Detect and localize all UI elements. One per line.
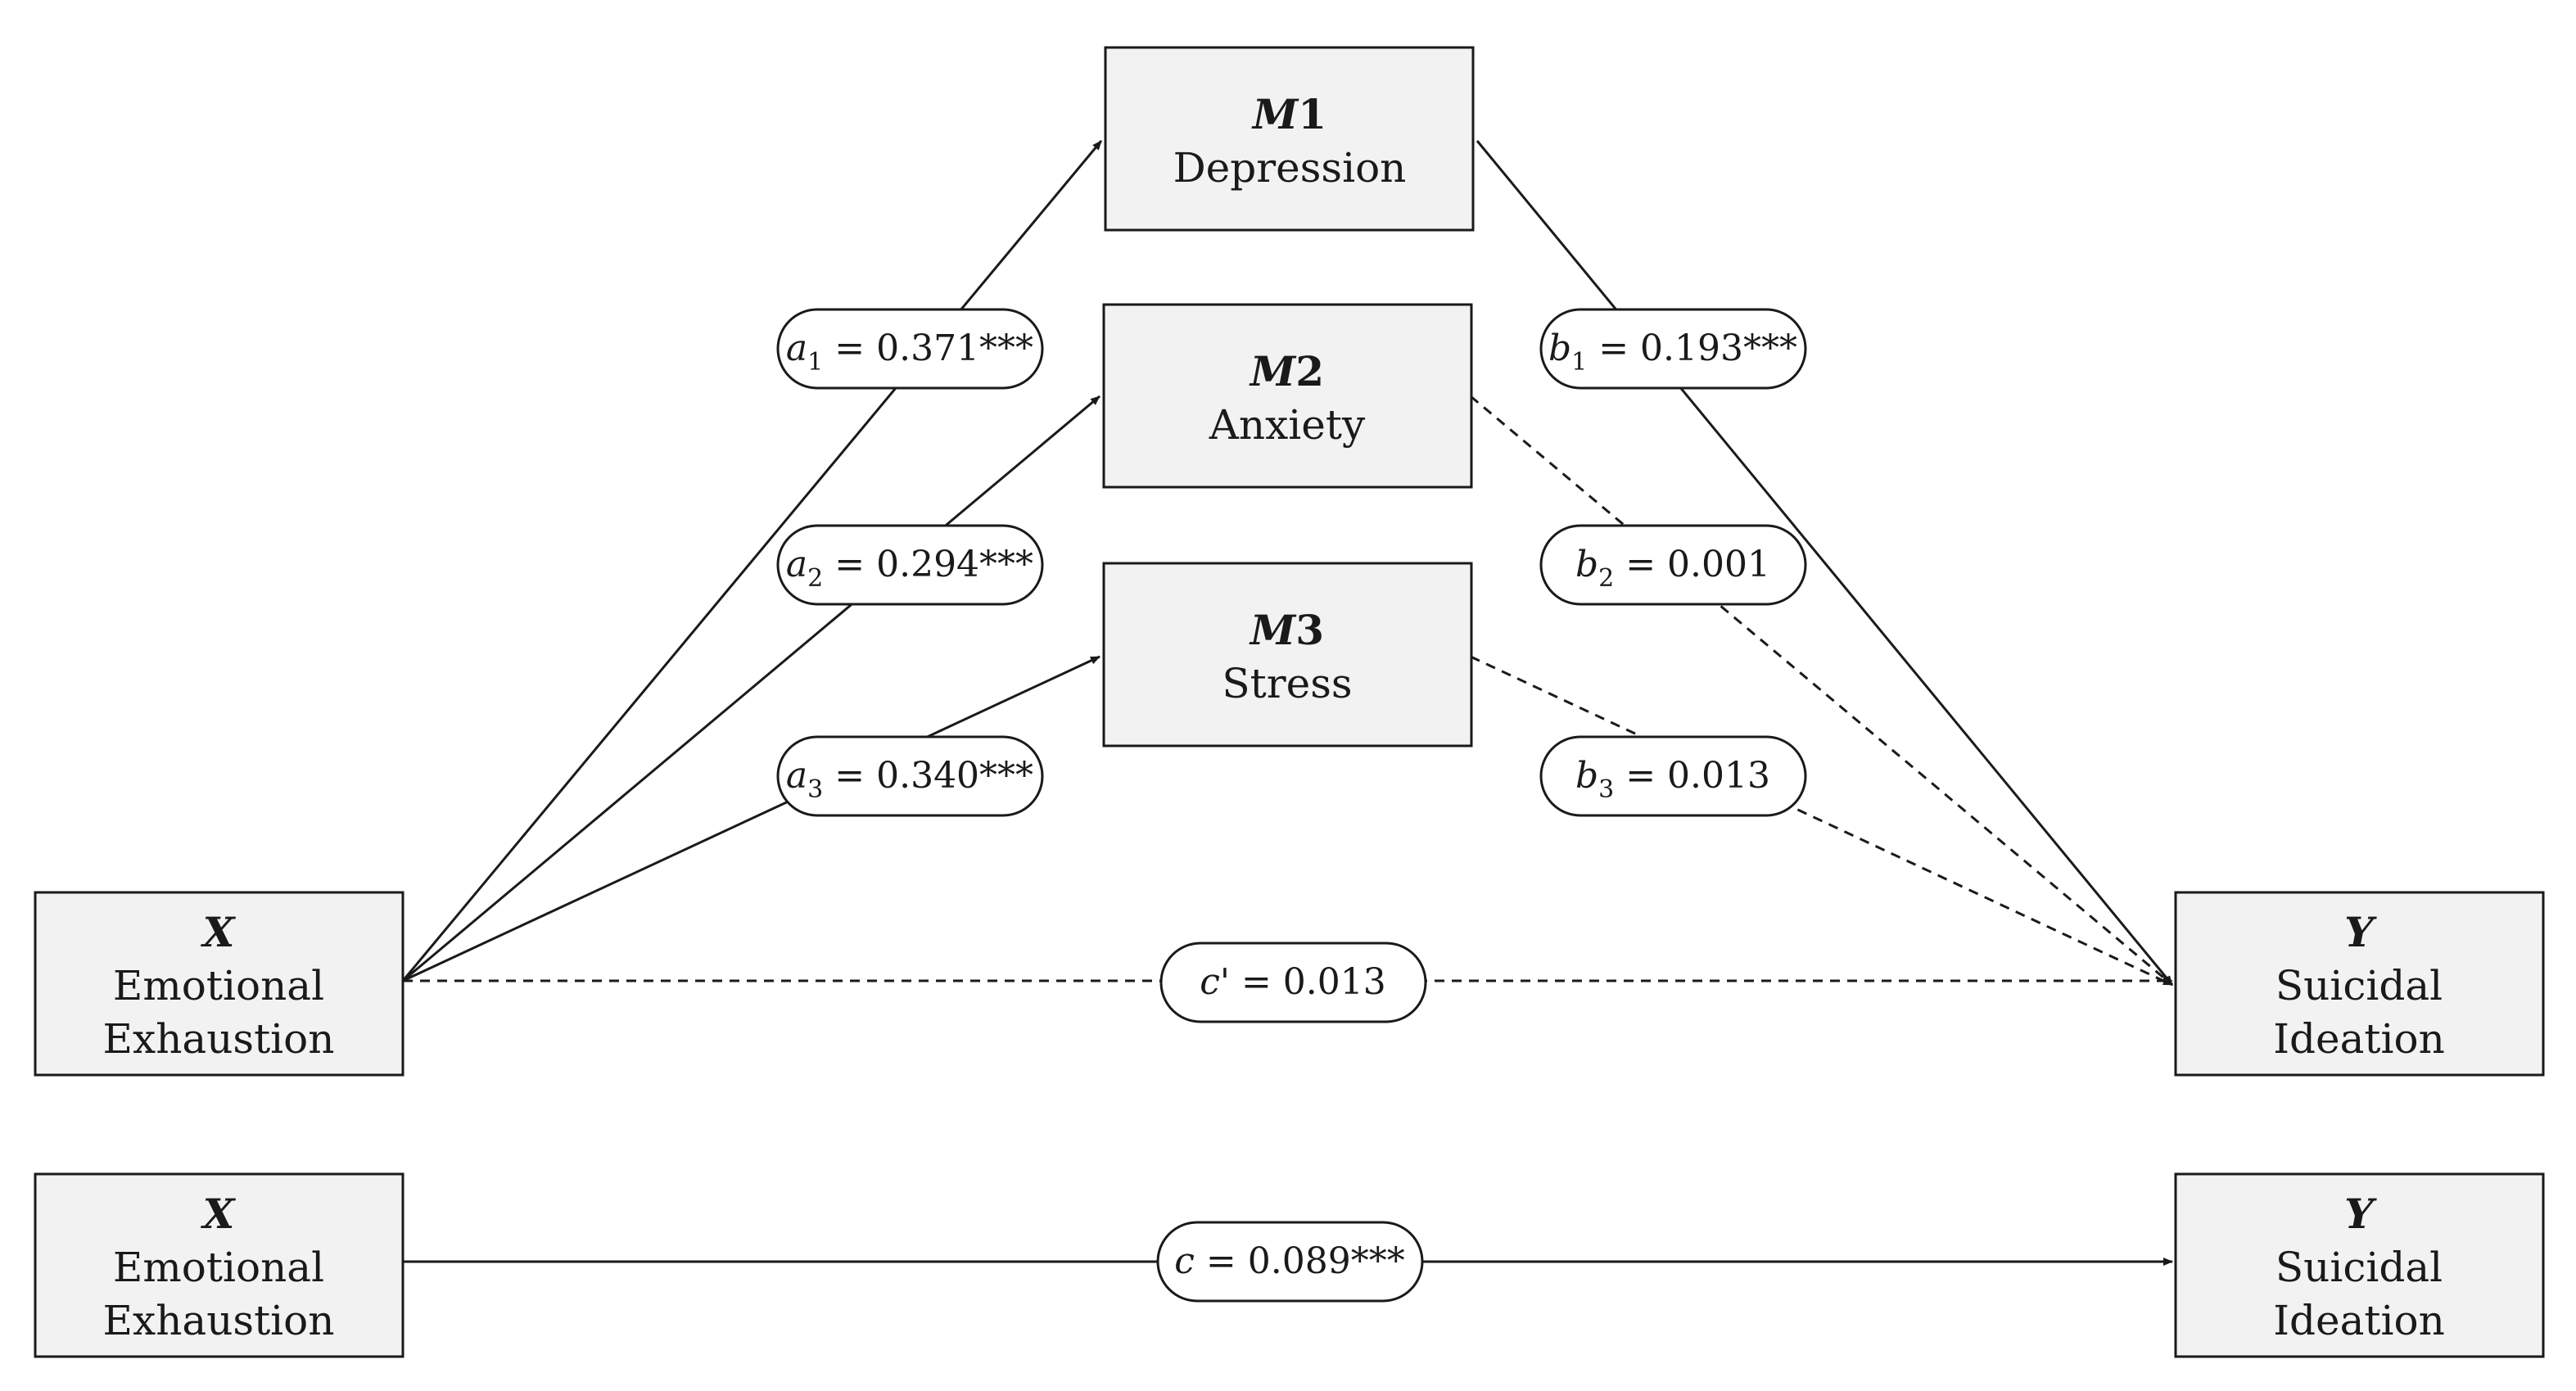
y-bottom-line1: Suicidal xyxy=(2275,1244,2443,1291)
edge-a1 xyxy=(401,140,1103,982)
m2-letter: M xyxy=(1249,347,1297,395)
m2-name: Anxiety xyxy=(1209,401,1366,449)
c-symbol: c xyxy=(1174,1240,1195,1282)
svg-text:X: X xyxy=(201,1190,237,1238)
x-bottom-line1: Emotional xyxy=(113,1244,324,1291)
label-a3: a3 = 0.340*** xyxy=(776,735,1044,817)
b2-value: = 0.001 xyxy=(1614,544,1770,585)
svg-text:a3 = 0.340***: a3 = 0.340*** xyxy=(786,755,1033,804)
b1-subscript: 1 xyxy=(1571,348,1587,377)
label-b3: b3 = 0.013 xyxy=(1539,735,1807,817)
node-x-top: X Emotional Exhaustion xyxy=(34,891,404,1077)
c-prime-mark: ' xyxy=(1220,961,1230,1003)
y-top-line2: Ideation xyxy=(2273,1015,2445,1063)
label-b2: b2 = 0.001 xyxy=(1539,524,1807,606)
node-y-bottom: Y Suicidal Ideation xyxy=(2174,1172,2545,1358)
a3-value: = 0.340*** xyxy=(823,755,1033,797)
y-top-letter: Y xyxy=(2344,908,2377,956)
svg-text:Y: Y xyxy=(2344,908,2377,956)
svg-text:Y: Y xyxy=(2344,1190,2377,1238)
node-m3: M3 Stress xyxy=(1102,562,1473,747)
c-prime-symbol: c xyxy=(1200,961,1220,1003)
label-b1: b1 = 0.193*** xyxy=(1539,308,1807,390)
m3-letter: M xyxy=(1249,606,1297,654)
m2-number: 2 xyxy=(1295,347,1324,395)
edge-a2 xyxy=(402,395,1100,982)
y-bottom-letter: Y xyxy=(2344,1190,2377,1238)
c-prime-value: = 0.013 xyxy=(1230,961,1386,1003)
x-top-letter: X xyxy=(201,908,237,956)
node-x-bottom: X Emotional Exhaustion xyxy=(34,1172,404,1358)
m1-number: 1 xyxy=(1298,90,1326,138)
node-m1: M1 Depression xyxy=(1104,46,1475,232)
svg-text:a1 = 0.371***: a1 = 0.371*** xyxy=(786,327,1033,377)
label-a1: a1 = 0.371*** xyxy=(776,308,1044,390)
m3-number: 3 xyxy=(1295,606,1324,654)
svg-text:X: X xyxy=(201,908,237,956)
a1-value: = 0.371*** xyxy=(823,327,1033,369)
edge-b3 xyxy=(1470,655,2173,987)
svg-text:b3 = 0.013: b3 = 0.013 xyxy=(1575,755,1770,804)
a2-value: = 0.294*** xyxy=(823,544,1033,585)
svg-text:M1: M1 xyxy=(1251,90,1326,138)
a1-subscript: 1 xyxy=(807,348,823,377)
node-y-top: Y Suicidal Ideation xyxy=(2174,891,2545,1077)
svg-text:c = 0.089***: c = 0.089*** xyxy=(1174,1240,1404,1282)
m1-letter: M xyxy=(1251,90,1299,138)
m1-name: Depression xyxy=(1173,144,1407,192)
svg-text:c' = 0.013: c' = 0.013 xyxy=(1200,961,1386,1003)
x-top-line1: Emotional xyxy=(113,962,324,1009)
m3-name: Stress xyxy=(1222,660,1352,707)
b3-symbol: b xyxy=(1575,755,1598,797)
b1-symbol: b xyxy=(1548,327,1571,369)
node-m2: M2 Anxiety xyxy=(1102,303,1473,489)
svg-text:a2 = 0.294***: a2 = 0.294*** xyxy=(786,544,1033,593)
b3-subscript: 3 xyxy=(1598,775,1614,804)
edge-b1 xyxy=(1476,140,2174,986)
b2-symbol: b xyxy=(1575,544,1598,585)
x-bottom-line2: Exhaustion xyxy=(103,1297,335,1344)
a1-symbol: a xyxy=(786,327,807,369)
label-a2: a2 = 0.294*** xyxy=(776,524,1044,606)
svg-text:M2: M2 xyxy=(1249,347,1324,395)
edge-b2 xyxy=(1470,395,2173,987)
a3-symbol: a xyxy=(786,755,807,797)
a2-subscript: 2 xyxy=(807,564,823,593)
svg-text:b2 = 0.001: b2 = 0.001 xyxy=(1575,544,1770,593)
a2-symbol: a xyxy=(786,544,807,585)
x-bottom-letter: X xyxy=(201,1190,237,1238)
b1-value: = 0.193*** xyxy=(1587,327,1797,369)
x-top-line2: Exhaustion xyxy=(103,1015,335,1063)
svg-text:b1 = 0.193***: b1 = 0.193*** xyxy=(1548,327,1797,377)
y-top-line1: Suicidal xyxy=(2275,962,2443,1009)
label-c: c = 0.089*** xyxy=(1156,1221,1424,1303)
b2-subscript: 2 xyxy=(1598,564,1614,593)
edge-a3 xyxy=(402,655,1100,982)
svg-text:M3: M3 xyxy=(1249,606,1324,654)
c-value: = 0.089*** xyxy=(1195,1240,1405,1282)
b3-value: = 0.013 xyxy=(1614,755,1770,797)
y-bottom-line2: Ideation xyxy=(2273,1297,2445,1344)
a3-subscript: 3 xyxy=(807,775,823,804)
label-c-prime: c' = 0.013 xyxy=(1159,942,1427,1023)
